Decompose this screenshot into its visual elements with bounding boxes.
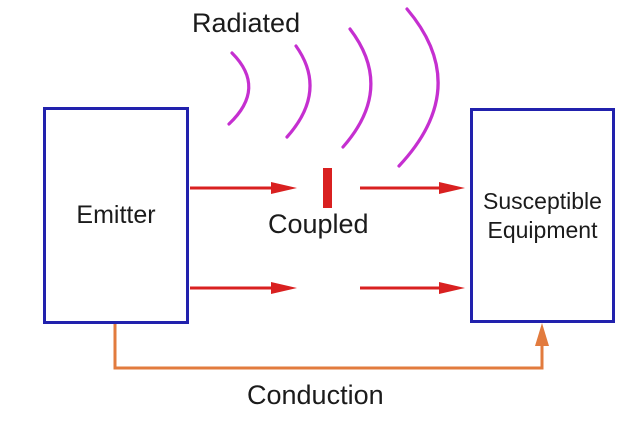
- radiated-wave-arc-4-icon: [397, 7, 440, 168]
- radiated-wave-arc-1-icon: [227, 51, 251, 126]
- radiated-wave-arc-3-icon: [341, 27, 373, 149]
- susceptible-equipment-box: Susceptible Equipment: [470, 108, 615, 323]
- coupled-arrow-top-right-head-icon: [439, 182, 465, 194]
- susceptible-equipment-label: Susceptible Equipment: [483, 187, 602, 245]
- radiated-wave-arc-2-icon: [285, 44, 312, 139]
- emitter-label: Emitter: [76, 201, 156, 229]
- coupled-arrow-bottom-right-head-icon: [439, 282, 465, 294]
- conduction-path-line: [113, 323, 544, 370]
- conduction-label: Conduction: [247, 380, 384, 410]
- radiated-label: Radiated: [192, 8, 301, 38]
- emitter-box: Emitter: [43, 107, 189, 324]
- susceptible-equipment-label-line2: Equipment: [487, 216, 598, 243]
- coupled-label: Coupled: [268, 209, 369, 239]
- coupled-arrow-bottom-left-head-icon: [271, 282, 297, 294]
- conduction-arrow-up-head-icon: [535, 323, 549, 346]
- coupled-arrow-top-left-head-icon: [271, 182, 297, 194]
- susceptible-equipment-label-line1: Susceptible: [483, 187, 602, 214]
- coupling-barrier-bar-icon: [323, 168, 332, 208]
